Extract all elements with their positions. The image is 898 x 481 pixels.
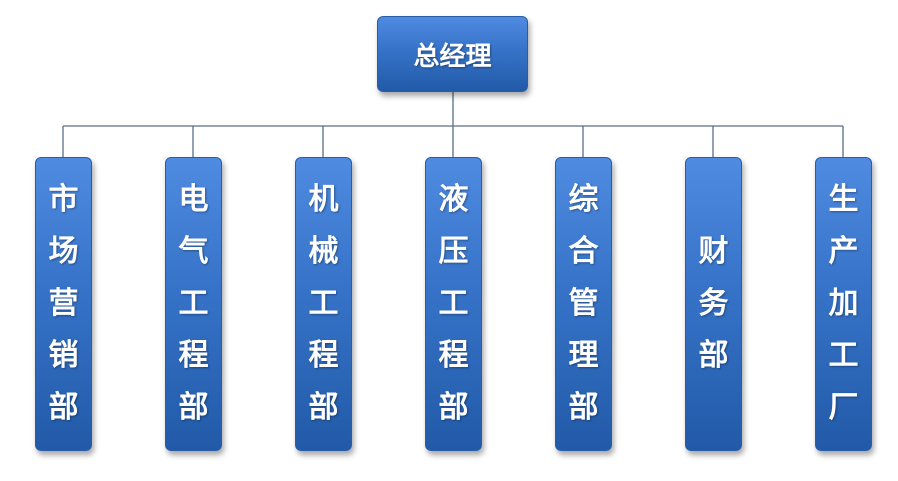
dept-node-finance: 财务部	[685, 157, 742, 451]
root-node-general-manager: 总经理	[377, 16, 528, 92]
dept-node-hydraulic-engineering: 液压工程部	[425, 157, 482, 451]
root-node-label: 总经理	[413, 41, 492, 72]
dept-node-mechanical-engineering: 机械工程部	[295, 157, 352, 451]
dept-node-electrical-engineering: 电气工程部	[165, 157, 222, 451]
dept-label: 机械工程部	[308, 182, 339, 425]
dept-label: 综合管理部	[568, 182, 599, 425]
dept-label: 财务部	[698, 234, 729, 373]
dept-node-production-plant: 生产加工厂	[815, 157, 872, 451]
dept-label: 市场营销部	[48, 182, 79, 425]
dept-node-general-administration: 综合管理部	[555, 157, 612, 451]
dept-label: 电气工程部	[178, 182, 209, 425]
dept-node-marketing: 市场营销部	[35, 157, 92, 451]
dept-label: 生产加工厂	[828, 182, 859, 425]
dept-label: 液压工程部	[438, 182, 469, 425]
